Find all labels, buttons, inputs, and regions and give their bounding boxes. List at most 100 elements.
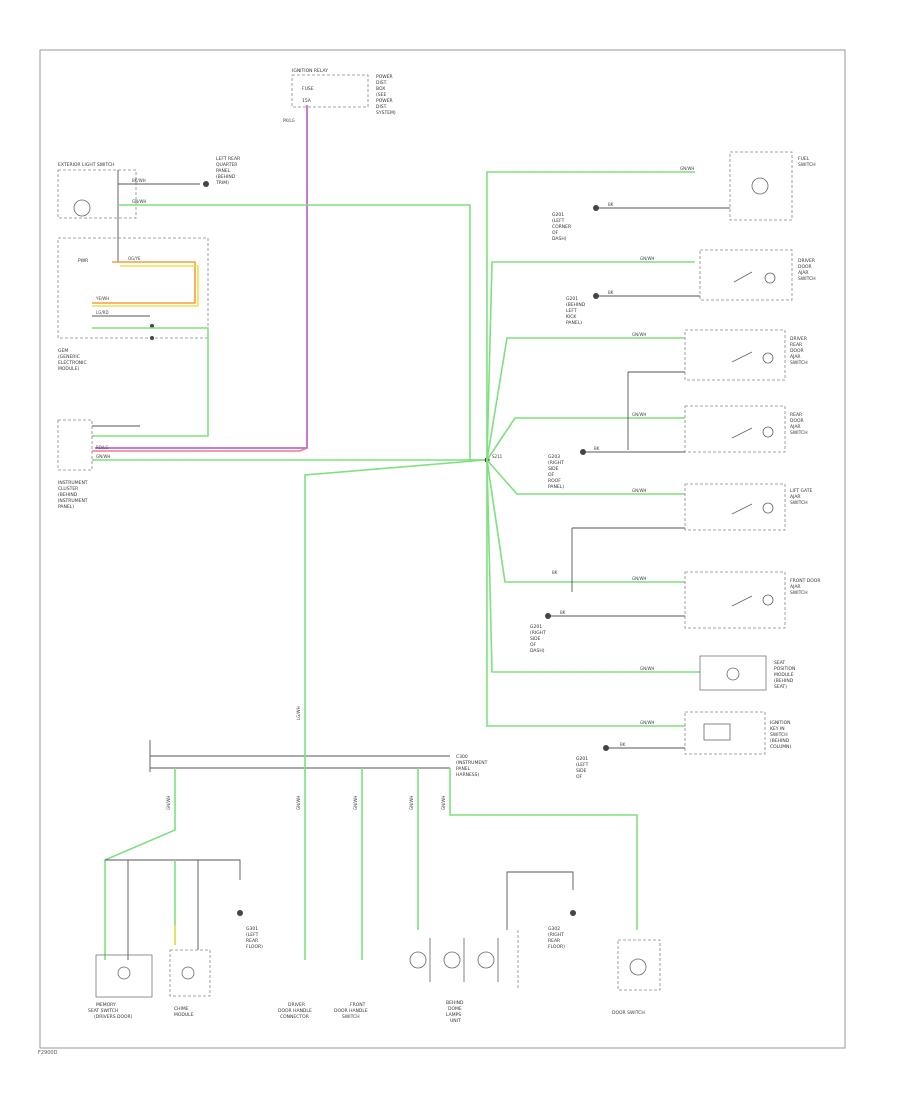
chime-module: CHIME MODULE bbox=[169, 949, 211, 1018]
fuel-gnd-3: CORNER bbox=[552, 224, 571, 230]
ajar3-green-label: GN/WH bbox=[632, 412, 646, 417]
drop-1 bbox=[104, 768, 176, 960]
b5-label-4: UNIT bbox=[450, 1018, 461, 1024]
ajar5-green-label: GN/WH bbox=[632, 576, 646, 581]
ajar5-label-2: AJAR bbox=[790, 584, 801, 590]
ignition-relay-title: IGNITION RELAY bbox=[292, 68, 328, 74]
connector-label-3: PANEL bbox=[456, 766, 471, 772]
fuel-gnd-5: DASH) bbox=[552, 236, 567, 242]
seat-label-2: POSITION bbox=[774, 666, 795, 672]
b2-label-1: CHIME bbox=[174, 1006, 189, 1012]
fan-ajar3 bbox=[486, 417, 685, 461]
ajar5-bk2-label: BK bbox=[552, 570, 558, 575]
ignition-key-switch: GN/WH BK IGNITION KEY IN SWITCH (BEHIND … bbox=[576, 711, 792, 780]
gem-label-4: MODULE) bbox=[58, 366, 80, 372]
exterior-light-switch: EXTERIOR LIGHT SWITCH BK/WH LEFT REAR QU… bbox=[57, 156, 240, 238]
seat-green-label: GN/WH bbox=[640, 666, 654, 671]
dome-lamps-unit: BEHIND DOME LAMPS UNIT bbox=[409, 930, 519, 1024]
connector-label-4: HARNESS) bbox=[456, 772, 480, 778]
green-gem-loop bbox=[92, 327, 209, 437]
seat-label-3: MODULE bbox=[774, 672, 794, 678]
ajar1-gnd-4: KICK bbox=[566, 314, 577, 320]
red-wire bbox=[92, 447, 308, 452]
ajar2-label-4: AJAR bbox=[790, 354, 801, 360]
ajar1-green-label: GN/WH bbox=[640, 256, 654, 261]
ajar2-green-label: GN/WH bbox=[632, 332, 646, 337]
ext-green-label: GN/WH bbox=[132, 199, 146, 204]
ajar4-label-2: AJAR bbox=[790, 494, 801, 500]
connector-label-2: (INSTRUMENT bbox=[456, 760, 488, 766]
cluster-red-label: RD/LG bbox=[96, 445, 109, 450]
cluster-label-5: PANEL) bbox=[58, 504, 74, 510]
g2-label-1: G302 bbox=[548, 926, 560, 932]
key-gnd-2: (LEFT bbox=[576, 762, 589, 768]
fuel-label-2: SWITCH bbox=[798, 162, 816, 168]
g1-label-1: G301 bbox=[246, 926, 258, 932]
gem-module: PWR OG/YE YE/WH LG/RD GEM (GENERIC ELECT… bbox=[57, 237, 209, 372]
fan-key bbox=[486, 460, 685, 727]
g2-label-4: FLOOR) bbox=[548, 944, 565, 950]
ajar4-label-1: LIFT GATE bbox=[790, 488, 812, 494]
key-label-2: KEY IN bbox=[770, 726, 785, 732]
b4-label-2: DOOR HANDLE bbox=[334, 1008, 368, 1014]
ajar3-label-4: SWITCH bbox=[790, 430, 808, 436]
fan-seat bbox=[486, 459, 700, 673]
ajar5-gnd-5: DASH) bbox=[530, 648, 545, 654]
seat-label-4: (BEHIND bbox=[774, 678, 794, 684]
ajar5-label-1: FRONT DOOR bbox=[790, 578, 820, 584]
ajar5-gnd-4: OF bbox=[530, 642, 537, 648]
relay-note-2: DIST. bbox=[376, 80, 387, 86]
b5-label-1: BEHIND bbox=[446, 1000, 464, 1006]
ajar-switch-1: GN/WH BK DRIVER DOOR AJAR SWITCH G201 (B… bbox=[566, 249, 816, 326]
cluster-label-4: INSTRUMENT bbox=[58, 498, 88, 504]
key-label-1: IGNITION bbox=[770, 720, 791, 726]
relay-note-4: (SEE bbox=[376, 92, 386, 98]
gem-label-1: GEM bbox=[58, 348, 68, 354]
ajar5-bk-label: BK bbox=[560, 610, 566, 615]
seat-label-1: SEAT bbox=[774, 660, 785, 666]
ajar3-gnd-3: SIDE bbox=[548, 466, 559, 472]
ajar5-gnd-3: SIDE bbox=[530, 636, 541, 642]
exterior-light-switch-title: EXTERIOR LIGHT SWITCH bbox=[58, 162, 115, 168]
ignition-relay-amp: 15A bbox=[302, 98, 312, 104]
key-green-label: GN/WH bbox=[640, 720, 654, 725]
ajar3-label-2: DOOR bbox=[790, 418, 804, 424]
ground-marker bbox=[203, 181, 209, 187]
key-gnd-3: SIDE bbox=[576, 768, 587, 774]
relay-note-3: BOX bbox=[376, 86, 385, 92]
ajar-switch-4: GN/WH LIFT GATE AJAR SWITCH bbox=[571, 483, 812, 592]
b1-label-1: MEMORY bbox=[96, 1002, 116, 1008]
fan-down bbox=[304, 459, 486, 748]
key-label-5: COLUMN) bbox=[770, 744, 792, 750]
driver-door-handle-connector: DRIVER DOOR HANDLE CONNECTOR bbox=[278, 1002, 312, 1020]
seat-position-module: GN/WH SEAT POSITION MODULE (BEHIND SEAT) bbox=[640, 655, 795, 691]
front-door-handle-switch: FRONT DOOR HANDLE SWITCH bbox=[334, 1002, 368, 1020]
ajar-switch-2: GN/WH DRIVER REAR DOOR AJAR SWITCH bbox=[627, 329, 808, 450]
ajar1-bk-label: BK bbox=[608, 290, 614, 295]
ajar4-green-label: GN/WH bbox=[632, 488, 646, 493]
fan-ajar4 bbox=[486, 459, 685, 495]
ajar5-gnd-2: (RIGHT bbox=[530, 630, 546, 636]
b3-label-1: DRIVER bbox=[288, 1002, 305, 1008]
ext-switch-gnd-2: QUARTER bbox=[216, 162, 237, 168]
diagram-frame bbox=[39, 49, 846, 1049]
fan-ajar5 bbox=[486, 459, 685, 583]
b3-label-2: DOOR HANDLE bbox=[278, 1008, 312, 1014]
ignition-relay: IGNITION RELAY FUSE 15A POWER DIST. BOX … bbox=[291, 68, 396, 116]
b2-label-2: MODULE bbox=[174, 1012, 194, 1018]
fuel-green-label: GN/WH bbox=[680, 166, 694, 171]
b5-label-2: DOME bbox=[448, 1006, 462, 1012]
fuel-gnd-4: OF bbox=[552, 230, 559, 236]
fan-fuel bbox=[486, 171, 695, 460]
ajar1-label-3: AJAR bbox=[798, 270, 809, 276]
cluster-label-1: INSTRUMENT bbox=[58, 480, 88, 486]
gem-inner: PWR bbox=[78, 258, 88, 264]
ajar1-gnd-5: PANEL) bbox=[566, 320, 582, 326]
g1-label-4: FLOOR) bbox=[246, 944, 263, 950]
connector-label-1: C300 bbox=[456, 754, 468, 760]
ext-switch-gnd-1: LEFT REAR bbox=[216, 156, 240, 162]
drop5-label: GN/WH bbox=[441, 796, 446, 810]
ext-switch-gnd-5: TRIM) bbox=[215, 180, 229, 186]
fuel-gnd-2: (LEFT bbox=[552, 218, 565, 224]
connector-c300: C300 (INSTRUMENT PANEL HARNESS) bbox=[149, 740, 488, 778]
